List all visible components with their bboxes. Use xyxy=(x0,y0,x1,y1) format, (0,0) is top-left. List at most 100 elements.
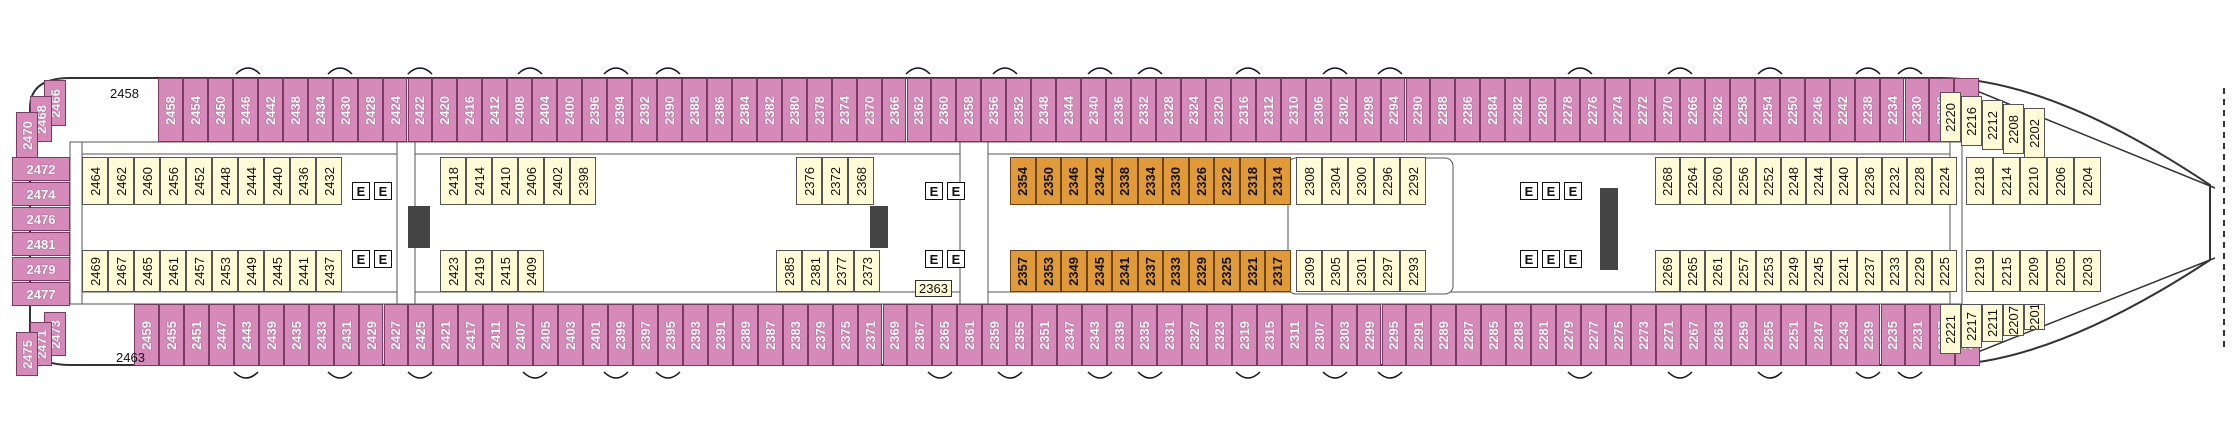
cabin-2407[interactable]: 2407 xyxy=(508,304,534,366)
cabin-2266[interactable]: 2266 xyxy=(1679,78,1705,142)
cabin-2379[interactable]: 2379 xyxy=(807,304,833,366)
cabin-2320[interactable]: 2320 xyxy=(1205,78,1231,142)
cabin-2477[interactable]: 2477 xyxy=(12,282,70,306)
cabin-2242[interactable]: 2242 xyxy=(1829,78,1855,142)
cabin-2367[interactable]: 2367 xyxy=(907,304,933,366)
cabin-2245[interactable]: 2245 xyxy=(1806,250,1832,292)
cabin-2354[interactable]: 2354 xyxy=(1010,157,1036,205)
cabin-2344[interactable]: 2344 xyxy=(1056,78,1082,142)
cabin-2291[interactable]: 2291 xyxy=(1406,304,1432,366)
cabin-2302[interactable]: 2302 xyxy=(1330,78,1356,142)
cabin-2441[interactable]: 2441 xyxy=(290,250,316,292)
cabin-2378[interactable]: 2378 xyxy=(806,78,832,142)
cabin-2461[interactable]: 2461 xyxy=(160,250,186,292)
cabin-2416[interactable]: 2416 xyxy=(457,78,483,142)
cabin-2396[interactable]: 2396 xyxy=(582,78,608,142)
cabin-2393[interactable]: 2393 xyxy=(682,304,708,366)
cabin-2340[interactable]: 2340 xyxy=(1081,78,1107,142)
cabin-2432[interactable]: 2432 xyxy=(316,157,342,205)
cabin-2289[interactable]: 2289 xyxy=(1431,304,1457,366)
cabin-2327[interactable]: 2327 xyxy=(1181,304,1207,366)
cabin-2437[interactable]: 2437 xyxy=(316,250,342,292)
cabin-2362[interactable]: 2362 xyxy=(906,78,932,142)
cabin-2294[interactable]: 2294 xyxy=(1380,78,1406,142)
cabin-2410[interactable]: 2410 xyxy=(492,157,518,205)
cabin-2271[interactable]: 2271 xyxy=(1655,304,1681,366)
cabin-2371[interactable]: 2371 xyxy=(857,304,883,366)
cabin-2436[interactable]: 2436 xyxy=(290,157,316,205)
cabin-2274[interactable]: 2274 xyxy=(1605,78,1631,142)
cabin-2423[interactable]: 2423 xyxy=(440,250,466,292)
cabin-2474[interactable]: 2474 xyxy=(12,182,70,206)
cabin-2240[interactable]: 2240 xyxy=(1831,157,1857,205)
cabin-2330[interactable]: 2330 xyxy=(1163,157,1189,205)
cabin-2305[interactable]: 2305 xyxy=(1322,250,1348,292)
cabin-2287[interactable]: 2287 xyxy=(1456,304,1482,366)
cabin-2205[interactable]: 2205 xyxy=(2047,250,2074,292)
cabin-2365[interactable]: 2365 xyxy=(932,304,958,366)
cabin-2465[interactable]: 2465 xyxy=(134,250,160,292)
cabin-2337[interactable]: 2337 xyxy=(1137,250,1163,292)
cabin-2268[interactable]: 2268 xyxy=(1655,157,1681,205)
cabin-2439[interactable]: 2439 xyxy=(258,304,284,366)
cabin-2334[interactable]: 2334 xyxy=(1137,157,1163,205)
cabin-2217[interactable]: 2217 xyxy=(1961,304,1982,348)
cabin-2324[interactable]: 2324 xyxy=(1180,78,1206,142)
cabin-2209[interactable]: 2209 xyxy=(2020,250,2047,292)
cabin-2328[interactable]: 2328 xyxy=(1156,78,1181,142)
cabin-2438[interactable]: 2438 xyxy=(282,78,308,142)
cabin-2244[interactable]: 2244 xyxy=(1806,157,1832,205)
cabin-2270[interactable]: 2270 xyxy=(1655,78,1680,142)
cabin-2434[interactable]: 2434 xyxy=(307,78,333,142)
cabin-2264[interactable]: 2264 xyxy=(1680,157,1706,205)
cabin-2239[interactable]: 2239 xyxy=(1855,304,1881,366)
cabin-2275[interactable]: 2275 xyxy=(1606,304,1631,366)
cabin-2411[interactable]: 2411 xyxy=(483,304,509,366)
cabin-2335[interactable]: 2335 xyxy=(1132,304,1157,366)
cabin-2382[interactable]: 2382 xyxy=(756,78,782,142)
cabin-2253[interactable]: 2253 xyxy=(1755,250,1781,292)
cabin-2435[interactable]: 2435 xyxy=(283,304,309,366)
cabin-2276[interactable]: 2276 xyxy=(1580,78,1606,142)
cabin-2211[interactable]: 2211 xyxy=(1982,304,2003,342)
cabin-2219[interactable]: 2219 xyxy=(1966,250,1993,292)
cabin-2418[interactable]: 2418 xyxy=(440,157,466,205)
cabin-2420[interactable]: 2420 xyxy=(432,78,458,142)
cabin-2353[interactable]: 2353 xyxy=(1035,250,1061,292)
cabin-2260[interactable]: 2260 xyxy=(1705,157,1731,205)
cabin-2316[interactable]: 2316 xyxy=(1230,78,1256,142)
cabin-2387[interactable]: 2387 xyxy=(757,304,783,366)
cabin-2241[interactable]: 2241 xyxy=(1831,250,1857,292)
cabin-2312[interactable]: 2312 xyxy=(1255,78,1281,142)
cabin-2286[interactable]: 2286 xyxy=(1455,78,1481,142)
cabin-2282[interactable]: 2282 xyxy=(1505,78,1531,142)
cabin-2395[interactable]: 2395 xyxy=(657,304,683,366)
cabin-2399[interactable]: 2399 xyxy=(608,304,633,366)
cabin-2417[interactable]: 2417 xyxy=(458,304,484,366)
cabin-2403[interactable]: 2403 xyxy=(558,304,584,366)
cabin-2207[interactable]: 2207 xyxy=(2003,304,2024,336)
cabin-2225[interactable]: 2225 xyxy=(1932,250,1958,292)
cabin-2208[interactable]: 2208 xyxy=(2003,104,2024,154)
cabin-2359[interactable]: 2359 xyxy=(982,304,1008,366)
cabin-2338[interactable]: 2338 xyxy=(1112,157,1138,205)
cabin-2390[interactable]: 2390 xyxy=(657,78,682,142)
cabin-2415[interactable]: 2415 xyxy=(492,250,518,292)
cabin-2404[interactable]: 2404 xyxy=(532,78,558,142)
cabin-2234[interactable]: 2234 xyxy=(1879,78,1905,142)
cabin-2331[interactable]: 2331 xyxy=(1156,304,1182,366)
cabin-2475[interactable]: 2475 xyxy=(16,332,38,376)
cabin-2453[interactable]: 2453 xyxy=(212,250,238,292)
cabin-2323[interactable]: 2323 xyxy=(1206,304,1232,366)
cabin-2481[interactable]: 2481 xyxy=(12,232,70,256)
cabin-2429[interactable]: 2429 xyxy=(358,304,384,366)
cabin-2472[interactable]: 2472 xyxy=(12,157,70,181)
cabin-2451[interactable]: 2451 xyxy=(183,304,209,366)
cabin-2431[interactable]: 2431 xyxy=(333,304,359,366)
cabin-2446[interactable]: 2446 xyxy=(232,78,258,142)
cabin-2319[interactable]: 2319 xyxy=(1231,304,1257,366)
cabin-2236[interactable]: 2236 xyxy=(1856,157,1882,205)
cabin-2357[interactable]: 2357 xyxy=(1010,250,1036,292)
cabin-2233[interactable]: 2233 xyxy=(1881,250,1907,292)
cabin-2397[interactable]: 2397 xyxy=(633,304,658,366)
